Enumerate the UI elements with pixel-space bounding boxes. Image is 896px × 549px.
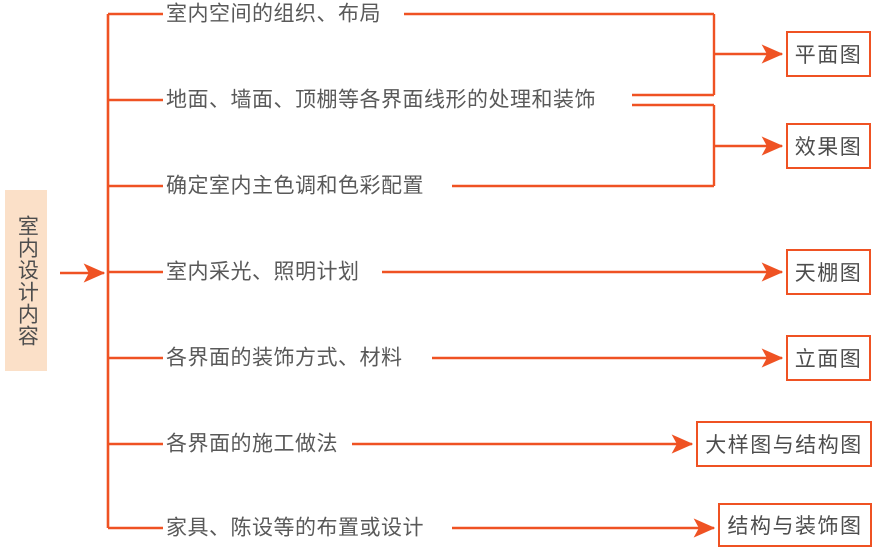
output-box-ceiling-drawing: 天棚图 — [786, 249, 871, 295]
branch-label-6: 各界面的施工做法 — [166, 432, 338, 456]
branch-label-2: 地面、墙面、顶棚等各界面线形的处理和装饰 — [166, 88, 596, 112]
output-box-plan-drawing: 平面图 — [786, 31, 871, 77]
root-node-interior-design-content: 室内设计内容 — [5, 190, 47, 371]
branch-label-3: 确定室内主色调和色彩配置 — [166, 174, 424, 198]
branch-label-5: 各界面的装饰方式、材料 — [166, 346, 403, 370]
branch-label-7: 家具、陈设等的布置或设计 — [166, 516, 424, 540]
output-box-rendering: 效果图 — [786, 123, 871, 169]
output-box-detail-and-structural-drawing: 大样图与结构图 — [696, 421, 872, 467]
root-node-label: 室内设计内容 — [15, 214, 39, 347]
output-box-elevation-drawing: 立面图 — [786, 335, 871, 381]
branch-label-1: 室内空间的组织、布局 — [166, 2, 381, 26]
branch-label-4: 室内采光、照明计划 — [166, 260, 360, 284]
output-box-structure-and-decoration-drawing: 结构与装饰图 — [718, 503, 872, 547]
